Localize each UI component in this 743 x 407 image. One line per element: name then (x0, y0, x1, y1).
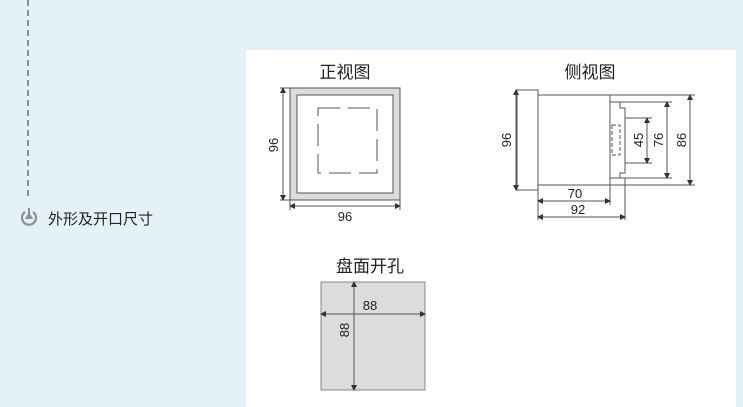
side-view (513, 89, 695, 220)
section-label: 外形及开口尺寸 (48, 210, 154, 228)
cutout-height-label: 88 (337, 323, 352, 337)
side-mid-label: 76 (651, 133, 666, 147)
front-height-label: 96 (266, 138, 281, 152)
front-view-title: 正视图 (320, 63, 371, 83)
timeline-rail (27, 0, 29, 196)
front-view (280, 87, 401, 210)
front-width-label: 96 (338, 209, 352, 224)
side-height-label: 96 (499, 133, 514, 147)
side-depth-label: 70 (568, 186, 582, 201)
cutout-width-label: 88 (363, 298, 377, 313)
cutout-title: 盘面开孔 (336, 257, 404, 277)
side-outer-label: 86 (674, 133, 689, 147)
side-inner-label: 45 (631, 133, 646, 147)
side-view-title: 侧视图 (565, 63, 616, 83)
timeline-node-icon (20, 208, 38, 226)
side-total-depth-label: 92 (571, 202, 585, 217)
panel-cutout (320, 281, 426, 391)
